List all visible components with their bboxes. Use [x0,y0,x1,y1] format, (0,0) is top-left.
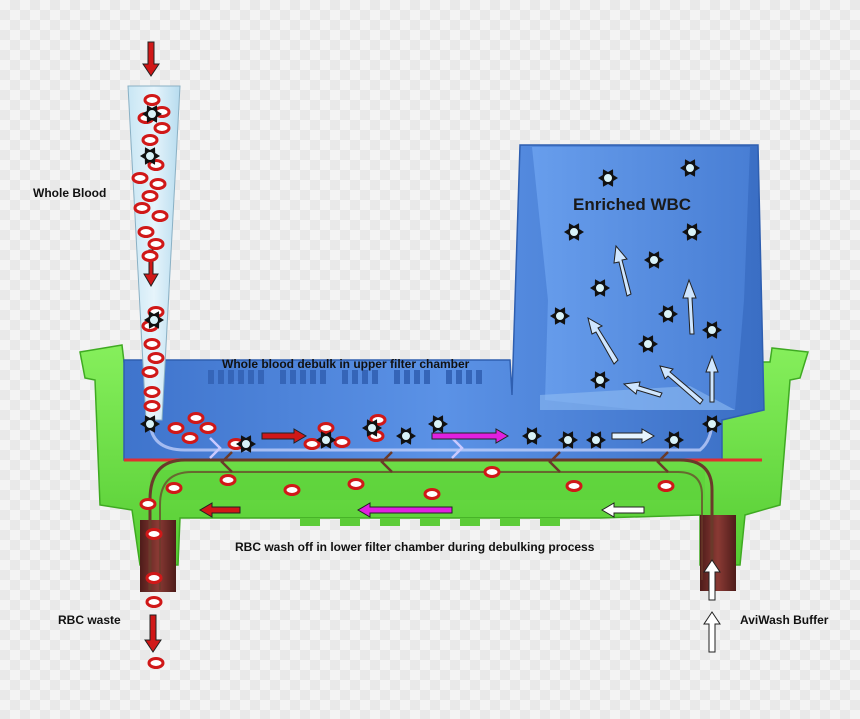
white-blood-cell-icon [680,159,700,177]
flow-arrow-icon [144,614,162,653]
flow-arrow-icon [703,611,721,653]
red-blood-cell-icon [137,226,155,238]
red-blood-cell-icon [143,400,161,412]
flow-arrow-icon [703,559,721,601]
flow-arrow-icon [705,354,719,403]
buffer-inlet-port [700,515,736,591]
label-aviwash-buffer: AviWash Buffer [740,613,829,627]
label-rbc-waste: RBC waste [58,613,121,627]
red-blood-cell-icon [147,238,165,250]
flow-arrow-icon [611,428,655,444]
flow-arrow-icon [682,278,697,335]
red-blood-cell-icon [483,466,501,478]
red-blood-cell-icon [165,482,183,494]
red-blood-cell-icon [145,596,163,608]
white-blood-cell-icon [702,415,722,433]
red-blood-cell-icon [283,484,301,496]
cells-layer [131,94,722,669]
flow-chevrons [220,451,669,473]
white-blood-cell-icon [590,371,610,389]
label-whole-blood: Whole Blood [33,186,106,200]
red-blood-cell-icon [153,122,171,134]
upper-chamber [123,144,765,461]
label-enriched-wbc: Enriched WBC [573,195,691,214]
red-blood-cell-icon [147,657,165,669]
white-blood-cell-icon [362,419,382,437]
red-blood-cell-icon [131,172,149,184]
label-lower-chamber: RBC wash off in lower filter chamber dur… [235,540,595,554]
white-blood-cell-icon [236,435,256,453]
white-blood-cell-icon [598,169,618,187]
flow-arrow-icon [601,502,645,518]
red-blood-cell-icon [333,436,351,448]
white-blood-cell-icon [428,415,448,433]
red-blood-cell-icon [149,178,167,190]
red-blood-cell-icon [167,422,185,434]
white-blood-cell-icon [140,147,160,165]
white-blood-cell-icon [586,431,606,449]
flow-path [148,458,714,590]
flow-arrow-icon [357,502,453,518]
flow-arrow-icon [199,502,241,518]
white-blood-cell-icon [644,251,664,269]
white-blood-cell-icon [550,307,570,325]
red-blood-cell-icon [303,438,321,450]
red-blood-cell-icon [347,478,365,490]
white-blood-cell-icon [142,105,162,123]
white-blood-cell-icon [316,431,336,449]
red-blood-cell-icon [141,250,159,262]
flow-arrow-icon [587,316,619,365]
red-blood-cell-icon [147,352,165,364]
white-blood-cell-icon [140,415,160,433]
flow-arrow-icon [622,381,663,398]
label-upper-chamber: Whole blood debulk in upper filter chamb… [222,357,470,371]
flow-arrow-icon [431,428,509,444]
white-blood-cell-icon [396,427,416,445]
white-blood-cell-icon [702,321,722,339]
white-blood-cell-icon [682,223,702,241]
white-blood-cell-icon [522,427,542,445]
red-blood-cell-icon [317,422,335,434]
red-blood-cell-icon [139,498,157,510]
red-blood-cell-icon [423,488,441,500]
red-blood-cell-icon [143,94,161,106]
flow-arrow-icon [659,365,704,405]
white-blood-cell-icon [564,223,584,241]
red-blood-cell-icon [657,480,675,492]
red-blood-cell-icon [141,366,159,378]
white-blood-cell-icon [658,305,678,323]
red-blood-cell-icon [565,480,583,492]
red-blood-cell-icon [141,134,159,146]
red-blood-cell-icon [145,528,163,540]
red-blood-cell-icon [181,432,199,444]
red-blood-cell-icon [143,338,161,350]
red-blood-cell-icon [143,386,161,398]
white-blood-cell-icon [590,279,610,297]
white-blood-cell-icon [664,431,684,449]
red-blood-cell-icon [133,202,151,214]
red-blood-cell-icon [199,422,217,434]
red-blood-cell-icon [187,412,205,424]
red-blood-cell-icon [219,474,237,486]
red-blood-cell-icon [141,190,159,202]
flow-arrow-icon [142,41,160,77]
red-blood-cell-icon [151,210,169,222]
white-blood-cell-icon [638,335,658,353]
red-blood-cell-icon [145,572,163,584]
flow-arrow-icon [613,244,632,297]
white-blood-cell-icon [558,431,578,449]
flow-arrow-icon [261,428,307,444]
flow-arrows [142,41,721,653]
white-blood-cell-icon [144,311,164,329]
